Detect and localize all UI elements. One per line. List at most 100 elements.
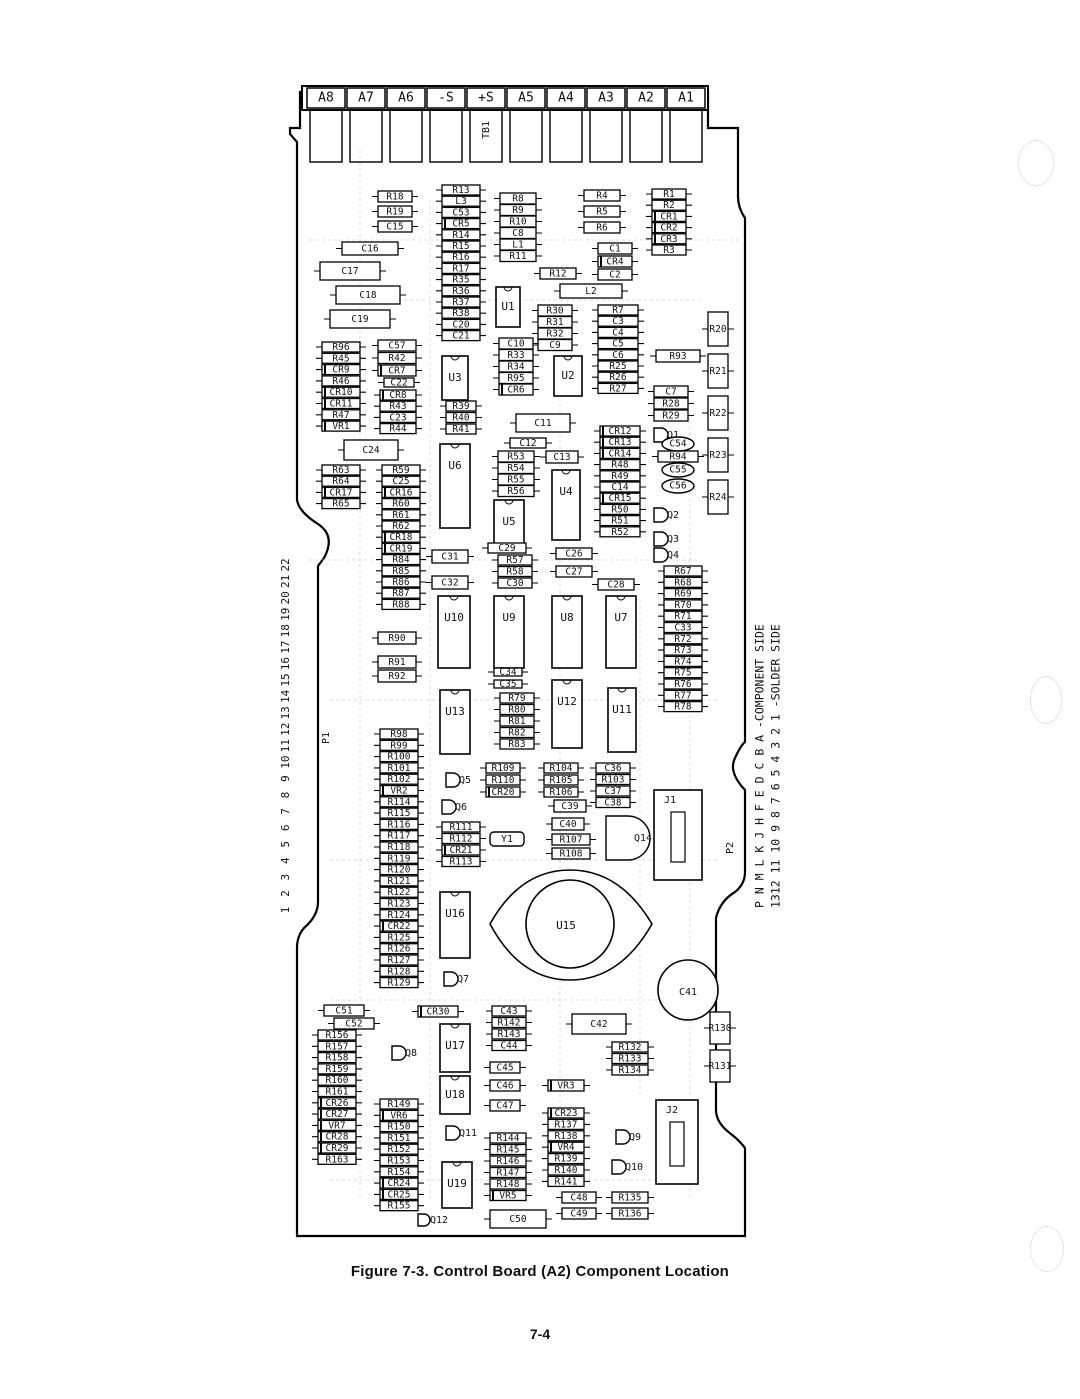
resistor-body [499,738,535,750]
component-label: R67 [674,566,691,577]
resistor-body [379,976,419,989]
resistor-r84: R84 [376,553,426,566]
diode-cr17: CR17 [316,486,366,499]
diode-body [321,486,361,499]
component-label: R100 [388,752,411,763]
ic-u5: U5 [493,499,525,545]
ic-package [437,595,471,669]
component-label: C26 [565,549,582,560]
capacitor-body [381,475,421,487]
diode-body [379,920,419,932]
component-label: C51 [335,1006,352,1017]
capacitor-body [323,1004,365,1017]
resistor-r111: R111 [436,821,486,833]
component-label: U9 [502,611,515,624]
resistor-r161: R161 [312,1085,362,1098]
terminal-slot [506,87,546,109]
ic-package [439,1023,471,1073]
p1-pin-number: 16 [279,657,292,670]
resistor-r35: R35 [436,273,486,286]
component-label: R135 [619,1193,642,1204]
component-label: C35 [499,679,516,690]
resistor-body [379,773,419,785]
resistor-r16: R16 [436,251,486,263]
terminal-slot [466,87,506,109]
resistor-body [379,909,419,921]
resistor-r47: R47 [316,409,366,421]
component-label: R15 [452,241,469,252]
capacitor-body [493,667,523,677]
resistor-r74: R74 [658,655,708,667]
component-label: Q4 [667,550,679,561]
ic-u18: U18 [439,1075,471,1115]
zener-body [317,1119,357,1132]
component-label: C32 [441,578,458,589]
capacitor-body [431,575,469,590]
capacitor-body [333,1017,375,1030]
component-label: U8 [560,611,573,624]
component-label: CR22 [388,921,411,932]
component-label: R84 [392,555,409,566]
resistor-body [499,726,535,739]
ic-notch [450,355,460,361]
resistor-r67: R67 [658,565,708,577]
capacitor-body [441,318,481,331]
component-label: U17 [445,1039,465,1052]
to3-can [525,879,615,969]
diode-body [599,436,641,448]
component-label: J1 [664,795,676,806]
inductor-body [441,195,481,207]
resistor-body [321,341,361,353]
component-label: U19 [447,1177,467,1190]
resistor-body [321,352,361,364]
resistor-body [583,189,621,202]
component-label: R26 [609,372,626,383]
diode-cr16: CR16 [376,486,426,498]
component-label: C27 [565,567,582,578]
transistor-q6: Q6 [441,799,467,815]
resistor-body [663,667,703,679]
component-label: C31 [441,552,458,563]
diode-cr15: CR15 [594,492,646,504]
diode-body [321,386,361,398]
resistor-body [663,576,703,588]
resistor-r78: R78 [658,700,708,713]
component-label: R59 [392,465,409,476]
diode-cr1: CR1 [646,210,692,222]
resistor-body [379,830,419,842]
component-label: R69 [674,589,691,600]
component-label: CR6 [507,385,524,396]
component-label: CR5 [452,219,469,230]
component-label: R25 [609,361,626,372]
resistor-r113: R113 [436,855,486,868]
component-label: U18 [445,1088,465,1101]
ic-package [493,595,525,669]
terminal-label: +S [478,91,494,106]
resistor-r115: R115 [374,807,424,819]
component-label: R60 [392,499,409,510]
resistor-body [499,715,535,727]
diode-cr28: CR28 [312,1131,362,1143]
resistor-body [441,296,481,308]
resistor-body [663,565,703,577]
component-label: R5 [596,207,607,218]
terminal-label: A3 [598,91,614,106]
transistor-body [445,772,461,788]
resistor-r104: R104 [538,762,584,774]
capacitor-body [661,478,695,494]
page-number: 7-4 [529,1326,551,1342]
capacitor-c14: C14 [594,481,646,493]
component-label: C40 [559,819,576,830]
component-label: R122 [388,887,411,898]
scan-smudge [1030,676,1062,724]
resistor-r60: R60 [376,497,426,510]
resistor-r39: R39 [440,400,482,412]
component-label: R44 [389,424,406,435]
component-label: R107 [560,835,583,846]
diode-body [317,1108,357,1120]
resistor-body [317,1029,357,1041]
component-label: R41 [452,424,469,435]
resistor-r106: R106 [538,786,584,798]
component-label: CR18 [390,532,413,543]
component-label: R7 [612,305,623,316]
